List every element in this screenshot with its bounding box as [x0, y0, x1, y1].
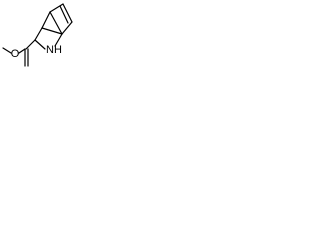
structure-canvas: O N H	[0, 0, 86, 80]
bond-methyl-o	[2, 47, 12, 54]
bond-ring-alkene-a	[62, 3, 73, 23]
bond-ring-right	[61, 21, 73, 35]
amine-nitrogen-label: N	[46, 44, 54, 56]
bond-ring-alkene-b	[59, 5, 69, 24]
bond-bridgehead-n	[54, 33, 63, 47]
amine-hydrogen-label: H	[54, 44, 62, 56]
ester-oxygen-label: O	[11, 48, 20, 60]
bonds	[2, 3, 73, 67]
bond-ring-bridge	[49, 11, 63, 35]
bond-alpha-c	[34, 27, 43, 41]
bond-ring-top-left	[41, 11, 51, 29]
bond-o-carbonyl	[18, 48, 26, 54]
bond-ring-top	[49, 3, 64, 13]
bond-alpha-n	[34, 39, 46, 50]
molecule-drawing: O N H	[2, 3, 73, 67]
bond-bridgehead-left	[41, 27, 63, 35]
bond-carbonyl-alpha	[25, 39, 36, 50]
